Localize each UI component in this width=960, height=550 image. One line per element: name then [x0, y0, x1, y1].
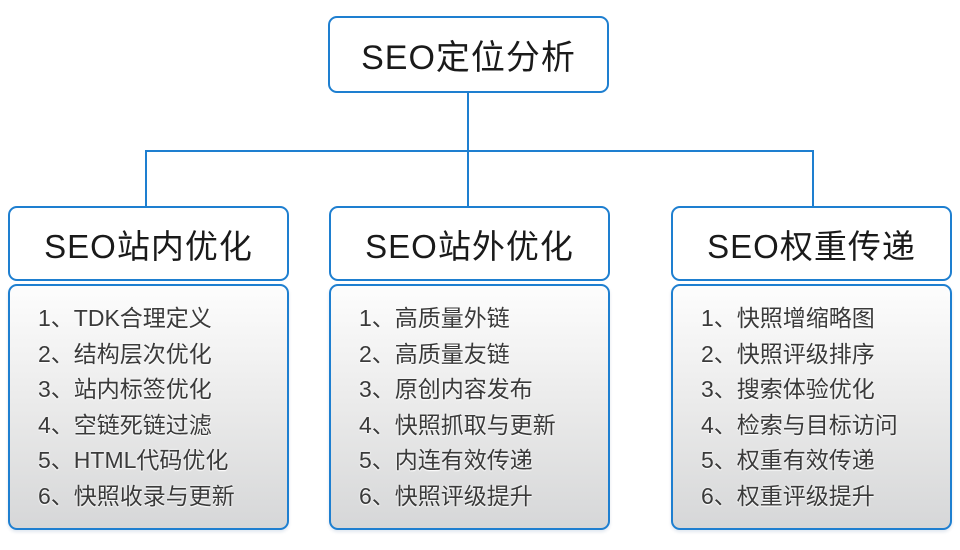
column-offsite-optimization: SEO站外优化 1、高质量外链 2、高质量友链 3、原创内容发布 4、快照抓取与… [329, 206, 610, 530]
column-onsite-title: SEO站内优化 [44, 227, 253, 265]
list-item: 1、高质量外链 [359, 305, 510, 331]
column-offsite-header: SEO站外优化 [329, 206, 610, 281]
list-item: 2、高质量友链 [359, 340, 510, 367]
list-item: 6、权重评级提升 [701, 482, 875, 509]
column-weight-title: SEO权重传递 [707, 227, 916, 265]
column-weight-list: 1、快照增缩略图 2、快照评级排序 3、搜索体验优化 4、检索与目标访问 5、权… [671, 284, 952, 530]
list-item: 4、检索与目标访问 [701, 411, 898, 438]
list-item: 3、搜索体验优化 [701, 376, 875, 402]
list-item: 6、快照收录与更新 [38, 482, 235, 509]
column-offsite-title: SEO站外优化 [365, 227, 574, 265]
list-item: 2、快照评级排序 [701, 340, 875, 367]
list-item: 6、快照评级提升 [359, 482, 533, 509]
connector-horizontal [145, 150, 814, 152]
list-item: 1、TDK合理定义 [38, 305, 212, 331]
list-item: 5、内连有效传递 [359, 447, 533, 473]
column-onsite-list: 1、TDK合理定义 2、结构层次优化 3、站内标签优化 4、空链死链过滤 5、H… [8, 284, 289, 530]
list-item: 3、站内标签优化 [38, 376, 212, 402]
list-item: 5、权重有效传递 [701, 447, 875, 473]
connector-drop-right [812, 150, 814, 207]
column-onsite-header: SEO站内优化 [8, 206, 289, 281]
list-item: 5、HTML代码优化 [38, 447, 229, 473]
column-weight-header: SEO权重传递 [671, 206, 952, 281]
connector-drop-center [467, 150, 469, 207]
connector-root-stem [467, 93, 469, 151]
root-node-label: SEO定位分析 [361, 39, 576, 77]
column-weight-transfer: SEO权重传递 1、快照增缩略图 2、快照评级排序 3、搜索体验优化 4、检索与… [671, 206, 952, 530]
column-onsite-optimization: SEO站内优化 1、TDK合理定义 2、结构层次优化 3、站内标签优化 4、空链… [8, 206, 289, 530]
root-node-seo-positioning-analysis: SEO定位分析 [328, 16, 609, 93]
list-item: 2、结构层次优化 [38, 340, 212, 367]
list-item: 3、原创内容发布 [359, 376, 533, 402]
column-offsite-list: 1、高质量外链 2、高质量友链 3、原创内容发布 4、快照抓取与更新 5、内连有… [329, 284, 610, 530]
list-item: 1、快照增缩略图 [701, 305, 875, 331]
list-item: 4、快照抓取与更新 [359, 411, 556, 438]
list-item: 4、空链死链过滤 [38, 411, 212, 438]
connector-drop-left [145, 150, 147, 207]
